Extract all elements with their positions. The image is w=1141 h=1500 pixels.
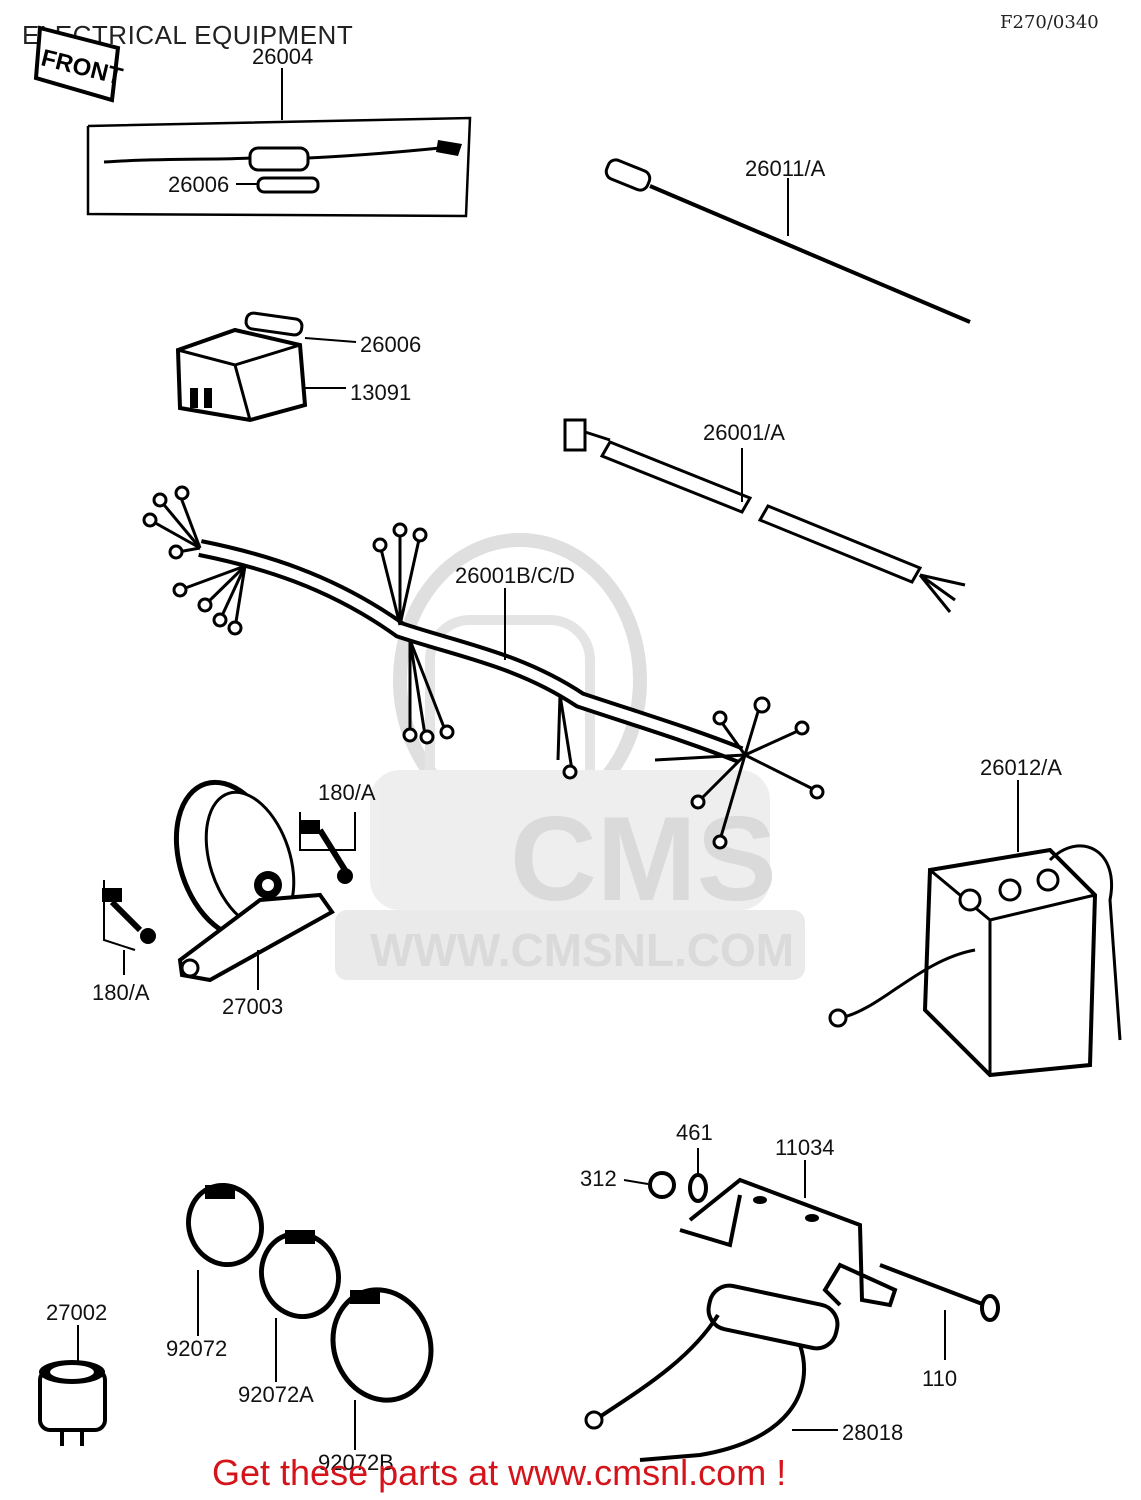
diagram-reference-code: F270/0340	[1000, 12, 1099, 33]
label-461: 461	[676, 1120, 713, 1145]
front-direction-marker: FRONT	[33, 25, 126, 103]
shop-link-banner[interactable]: Get these parts at www.cmsnl.com !	[212, 1452, 787, 1493]
label-27003: 27003	[222, 994, 283, 1019]
label-312: 312	[580, 1166, 617, 1191]
label-26006-b: 26006	[360, 332, 421, 357]
part-27003-horn-assembly	[102, 779, 356, 990]
watermark-site: WWW.CMSNL.COM	[370, 924, 794, 976]
cms-watermark: CMS WWW.CMSNL.COM	[335, 533, 805, 980]
part-27002-flasher-relay	[38, 1325, 107, 1446]
label-92072b: 92072B	[318, 1450, 394, 1475]
label-180a-top: 180/A	[318, 780, 376, 805]
part-26011-wire	[604, 158, 971, 324]
part-13091-fuse-holder	[175, 311, 357, 423]
label-92072: 92072	[166, 1336, 227, 1361]
watermark-brand: CMS	[510, 792, 777, 926]
part-92072-clamps	[186, 1182, 434, 1450]
label-110: 110	[922, 1366, 957, 1391]
label-26006-a: 26006	[168, 172, 229, 197]
label-11034: 11034	[775, 1135, 835, 1160]
label-26011: 26011/A	[745, 156, 826, 181]
label-27002: 27002	[46, 1300, 107, 1325]
part-11034-bracket-assembly	[584, 1148, 1000, 1462]
label-13091: 13091	[350, 380, 411, 405]
part-26001b-main-harness	[142, 485, 825, 850]
label-28018: 28018	[842, 1420, 903, 1445]
label-92072a: 92072A	[238, 1382, 314, 1407]
part-26001a-cable	[563, 418, 966, 613]
label-26001b: 26001B/C/D	[455, 563, 575, 588]
label-180a-bottom: 180/A	[92, 980, 150, 1005]
label-26001a: 26001/A	[703, 420, 785, 445]
part-26012-battery	[828, 780, 1122, 1078]
part-26004-fuse-wire	[86, 68, 472, 218]
label-26012: 26012/A	[980, 755, 1062, 780]
label-26004: 26004	[252, 44, 313, 69]
